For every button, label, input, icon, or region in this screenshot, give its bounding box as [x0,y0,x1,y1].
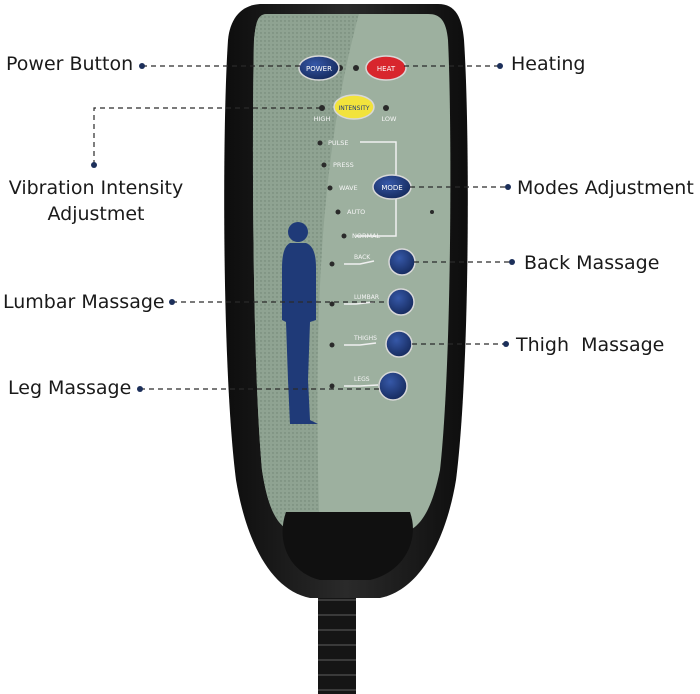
intensity-button[interactable]: INTENSITY [333,94,375,120]
callout-power-button: Power Button [6,53,134,75]
power-button-label: POWER [306,65,332,73]
callout-back-massage: Back Massage [524,252,660,274]
power-button[interactable]: POWER [298,55,340,81]
heat-button-label: HEAT [377,65,396,73]
callout-heating: Heating [511,53,586,75]
intensity-button-label: INTENSITY [338,105,369,112]
leader-vibration [93,107,320,165]
callout-modes-adjustment: Modes Adjustment [517,177,694,199]
leader-lines [93,65,512,390]
heat-button[interactable]: HEAT [365,55,407,81]
zone-back-label: BACK [354,254,371,261]
heat-led [353,65,359,71]
led-indicators [317,65,434,389]
mode-wave: WAVE [339,184,358,192]
mode-pulse: PULSE [328,139,349,147]
control-panel [252,14,451,532]
zone-thighs-label: THIGHS [353,335,377,342]
mode-press: PRESS [333,161,354,169]
intensity-low-label: LOW [382,115,398,123]
callout-leg-massage: Leg Massage [8,377,132,399]
lumbar-massage-button[interactable] [387,288,415,316]
intensity-high-label: HIGH [314,115,331,123]
leader-endpoints [91,63,515,392]
zone-labels: BACK LUMBAR THIGHS LEGS [353,254,379,383]
zone-lumbar-label: LUMBAR [354,294,379,301]
callout-vibration-intensity: Vibration Intensity Adjustmet [6,175,186,227]
remote-grip [282,512,413,580]
high-led [319,105,325,111]
mode-labels: PULSE PRESS WAVE AUTO NORMAL [328,139,381,240]
callout-vibration-line1: Vibration Intensity [8,177,184,199]
leg-massage-button[interactable] [378,371,408,401]
mode-normal: NORMAL [352,232,381,240]
mode-button-label: MODE [381,184,402,192]
body-silhouette-icon [282,222,318,424]
low-led [383,105,389,111]
callout-thigh-massage: Thigh Massage [516,334,665,356]
zone-legs-label: LEGS [354,376,370,383]
callout-lumbar-massage: Lumbar Massage [3,291,165,313]
thigh-massage-button[interactable] [385,330,413,358]
zone-lines [344,260,379,387]
mode-button[interactable]: MODE [372,174,412,200]
mode-auto: AUTO [347,208,365,216]
back-massage-button[interactable] [388,248,416,276]
callout-vibration-line2: Adjustmet [47,203,145,225]
